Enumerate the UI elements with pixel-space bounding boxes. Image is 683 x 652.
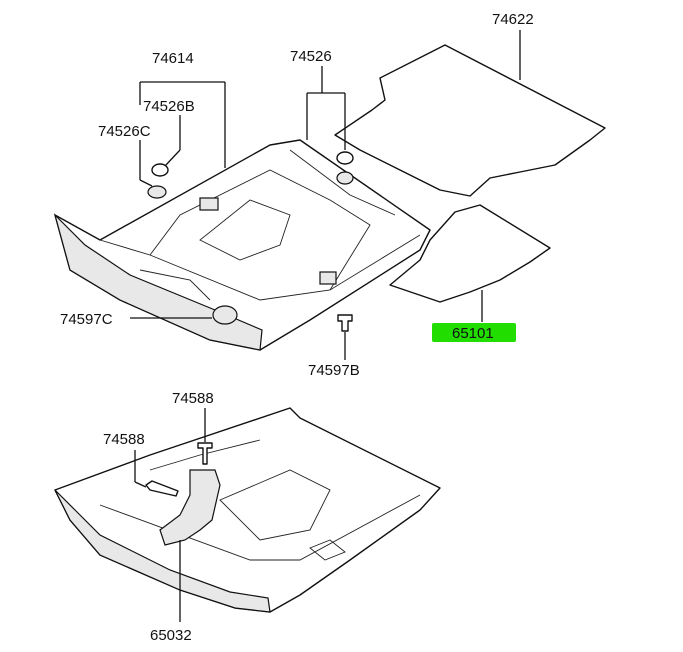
floor-tray-lower[interactable] [54, 407, 441, 613]
clip-74597b-icon[interactable] [337, 314, 353, 332]
highlight-box [432, 323, 516, 342]
label-65101: 65101 [452, 325, 494, 342]
clip-74526c-icon[interactable] [147, 185, 167, 199]
clip-74526-lower-icon[interactable] [336, 171, 354, 185]
label-74588-right: 74588 [172, 390, 214, 407]
label-74622: 74622 [492, 11, 534, 28]
label-74614: 74614 [152, 50, 194, 67]
clip-74526b-icon[interactable] [151, 163, 169, 177]
floor-mat-65101[interactable] [389, 204, 551, 303]
label-74526b: 74526B [143, 98, 195, 115]
label-74526: 74526 [290, 48, 332, 65]
label-74526c: 74526C [98, 123, 151, 140]
label-74588-left: 74588 [103, 431, 145, 448]
label-74597c: 74597C [60, 311, 113, 328]
floor-tray-74614[interactable] [53, 139, 431, 351]
clip-74526-upper-icon[interactable] [336, 151, 354, 165]
screw-74588-left-icon[interactable] [145, 480, 179, 497]
bracket-65032[interactable] [159, 469, 221, 546]
label-65032: 65032 [150, 627, 192, 644]
screw-74588-right-icon[interactable] [197, 442, 213, 465]
floor-mat-74622[interactable] [334, 44, 606, 197]
label-74597b: 74597B [308, 362, 360, 379]
